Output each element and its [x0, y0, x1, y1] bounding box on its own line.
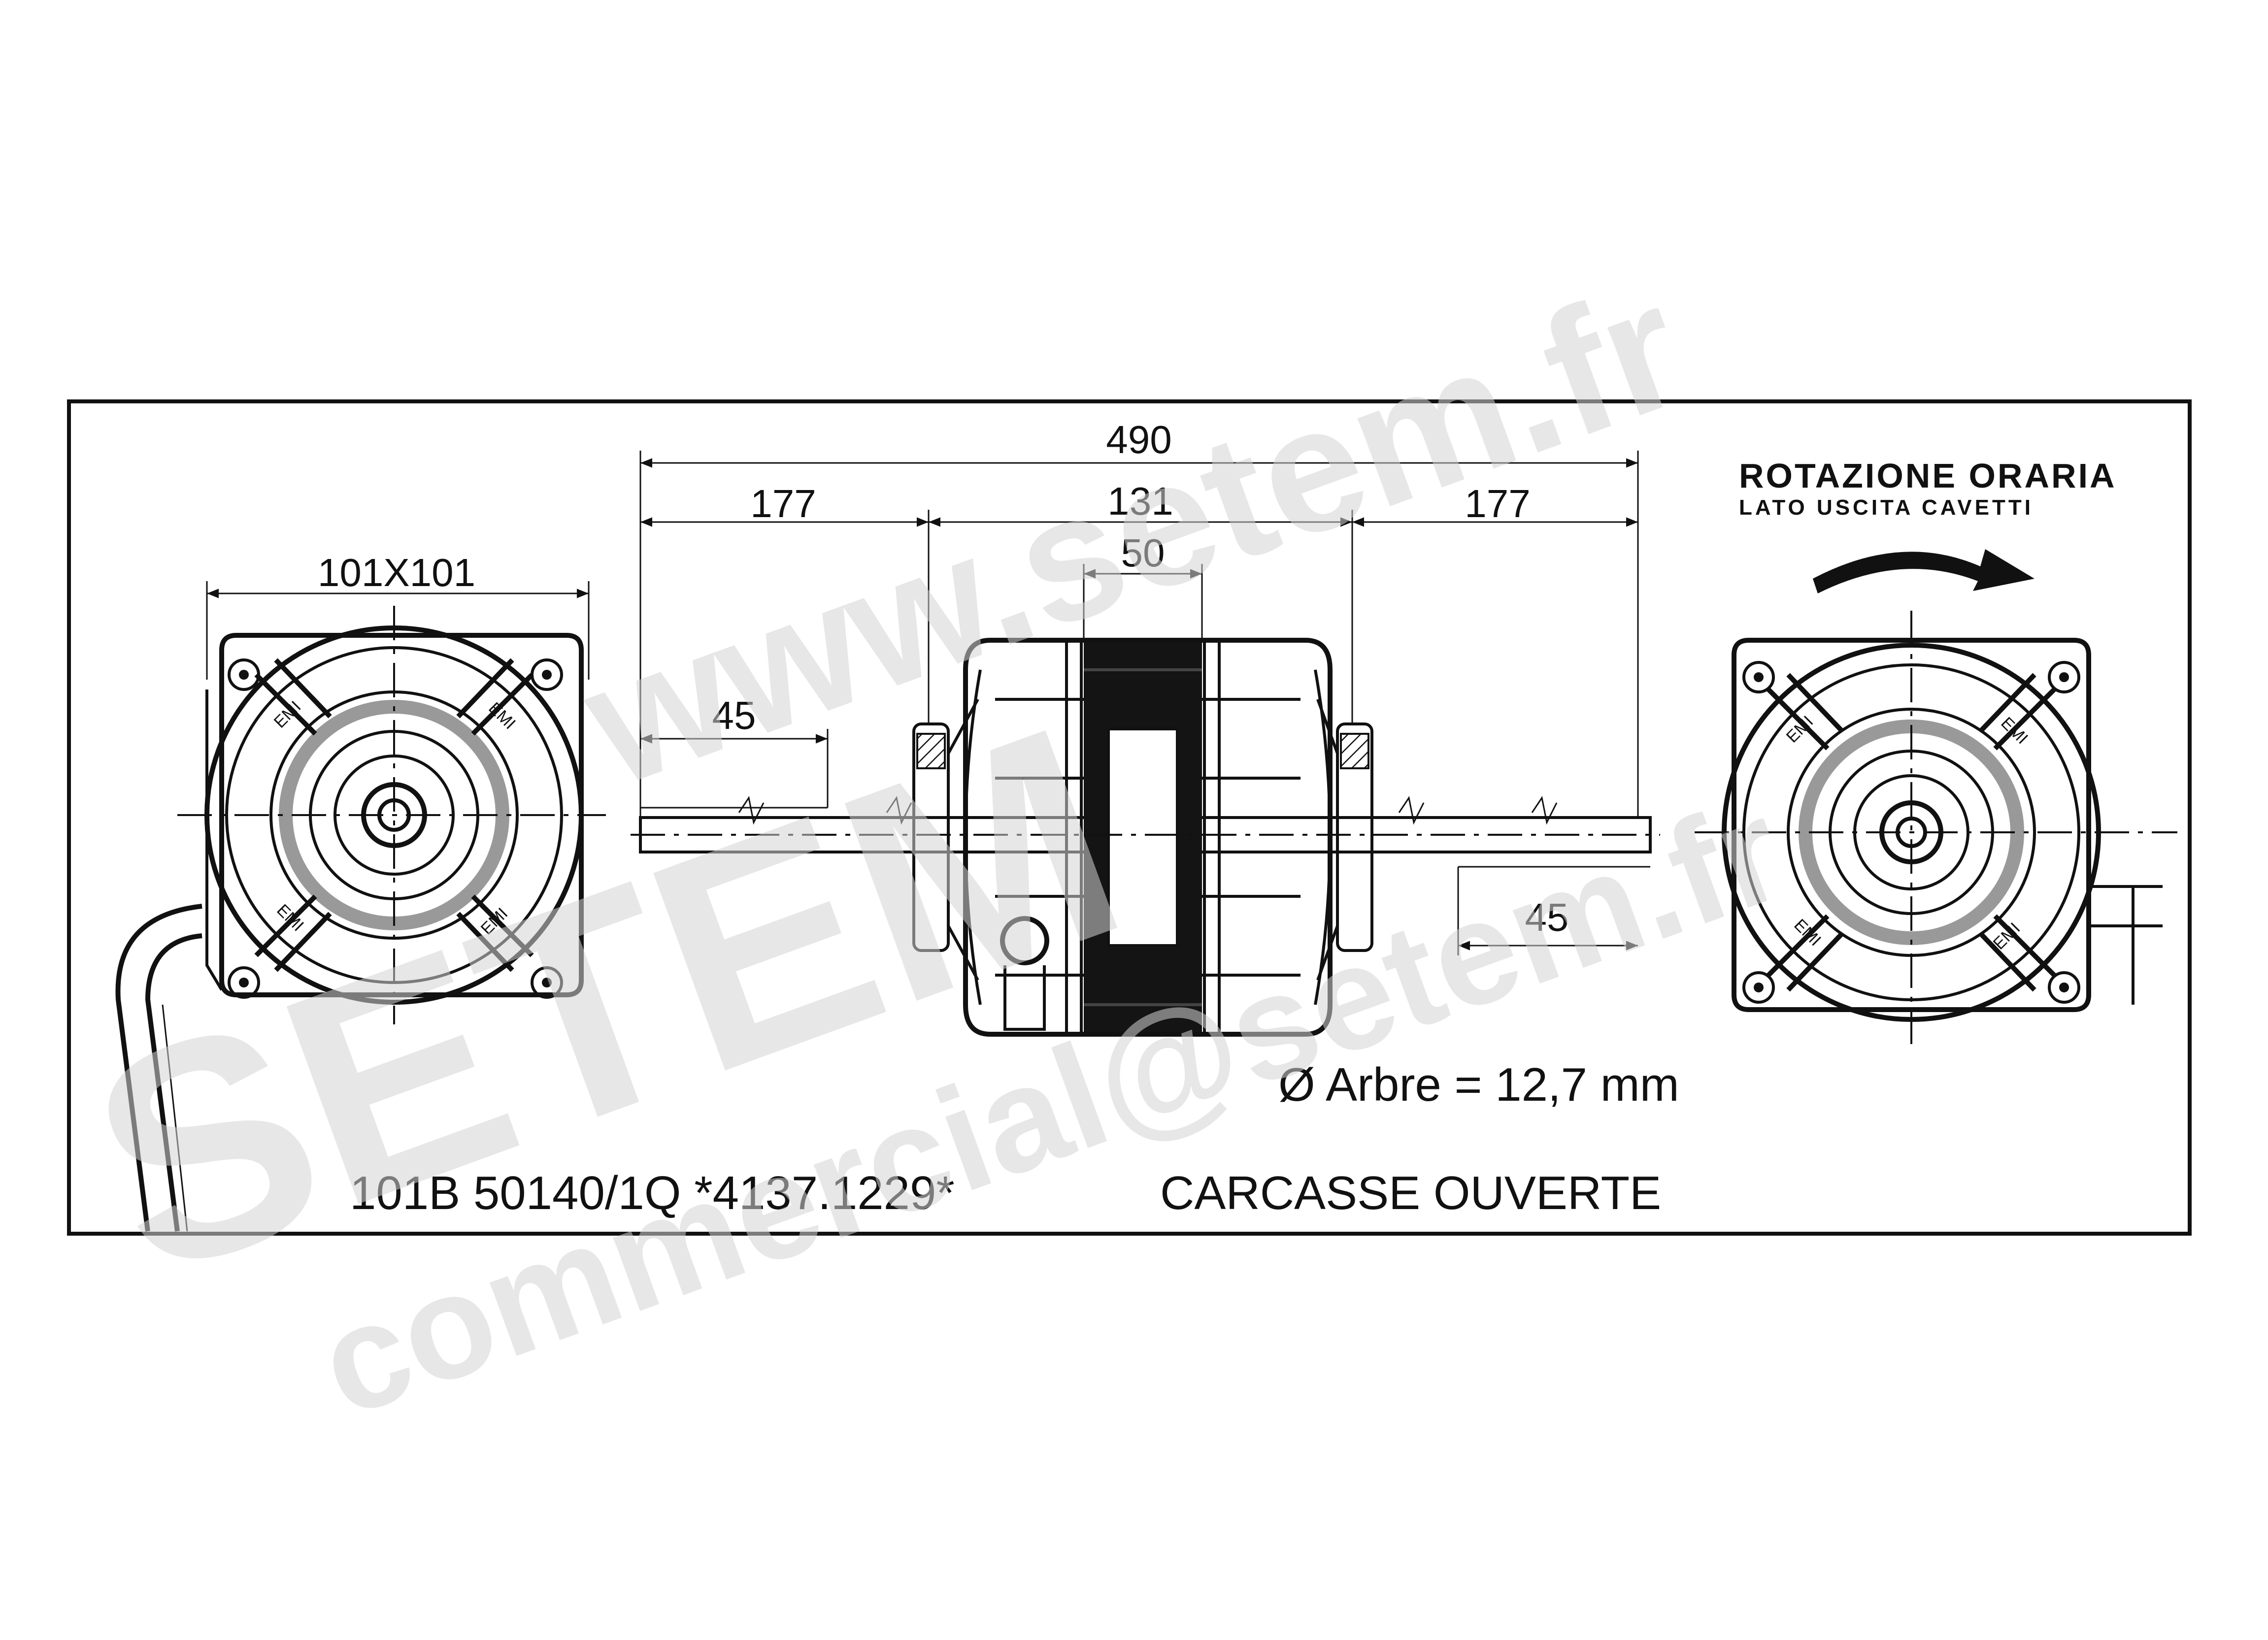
model-code: 101B 50140/1Q *4137.1229* [350, 1167, 955, 1219]
rotation-subtitle: LATO USCITA CAVETTI [1739, 495, 2034, 520]
rotation-title: ROTAZIONE ORARIA [1739, 457, 2117, 495]
side-view [631, 638, 1660, 1037]
rotation-arrow-icon [1813, 549, 2035, 593]
emi-mark: EMI [273, 901, 307, 935]
body-dimension: 131 [1107, 479, 1173, 523]
shaft-diameter-note: Ø Arbre = 12,7 mm [1278, 1058, 1679, 1111]
flat-right-dimension: 45 [1525, 895, 1569, 939]
frame-type: CARCASSE OUVERTE [1160, 1167, 1661, 1219]
flange-size-dimension: 101X101 [318, 551, 475, 594]
shaft-left-dimension: 177 [750, 482, 816, 525]
emi-mark: EMI [270, 697, 305, 732]
drawing-border [67, 399, 2192, 1236]
flat-left-dimension: 45 [712, 693, 756, 737]
shaft-right-dimension: 177 [1465, 482, 1530, 525]
center-dimension: 50 [1121, 531, 1165, 575]
cable [115, 904, 202, 1232]
right-front-view: EMI EMI EMI EMI [1695, 611, 2177, 1044]
overall-length-dimension: 490 [1106, 418, 1171, 461]
emi-mark: EMI [485, 699, 519, 733]
